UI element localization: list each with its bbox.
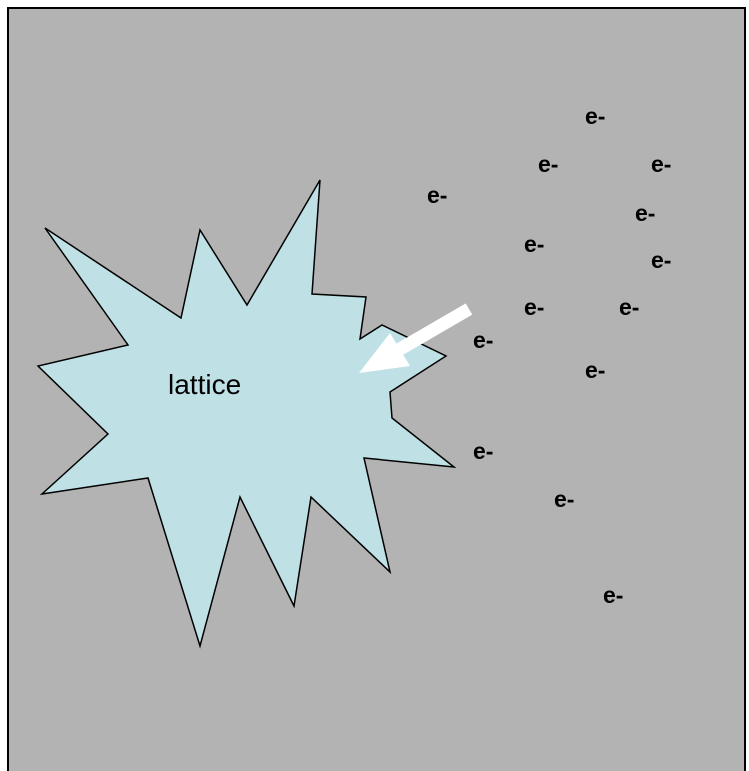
electron-label: e-	[585, 359, 605, 382]
electron-label: e-	[619, 296, 639, 319]
electron-label: e-	[473, 329, 493, 352]
electron-label: e-	[538, 153, 558, 176]
electron-label: e-	[635, 202, 655, 225]
lattice-label: lattice	[168, 371, 241, 399]
electron-label: e-	[427, 184, 447, 207]
electron-label: e-	[585, 105, 605, 128]
electron-label: e-	[524, 233, 544, 256]
electron-label: e-	[473, 440, 493, 463]
electron-label: e-	[524, 296, 544, 319]
lattice-starburst	[38, 180, 454, 646]
electron-label: e-	[651, 153, 671, 176]
electron-label: e-	[651, 249, 671, 272]
electron-label: e-	[554, 488, 574, 511]
incoming-arrow-shaft	[395, 309, 469, 352]
electron-label: e-	[603, 584, 623, 607]
